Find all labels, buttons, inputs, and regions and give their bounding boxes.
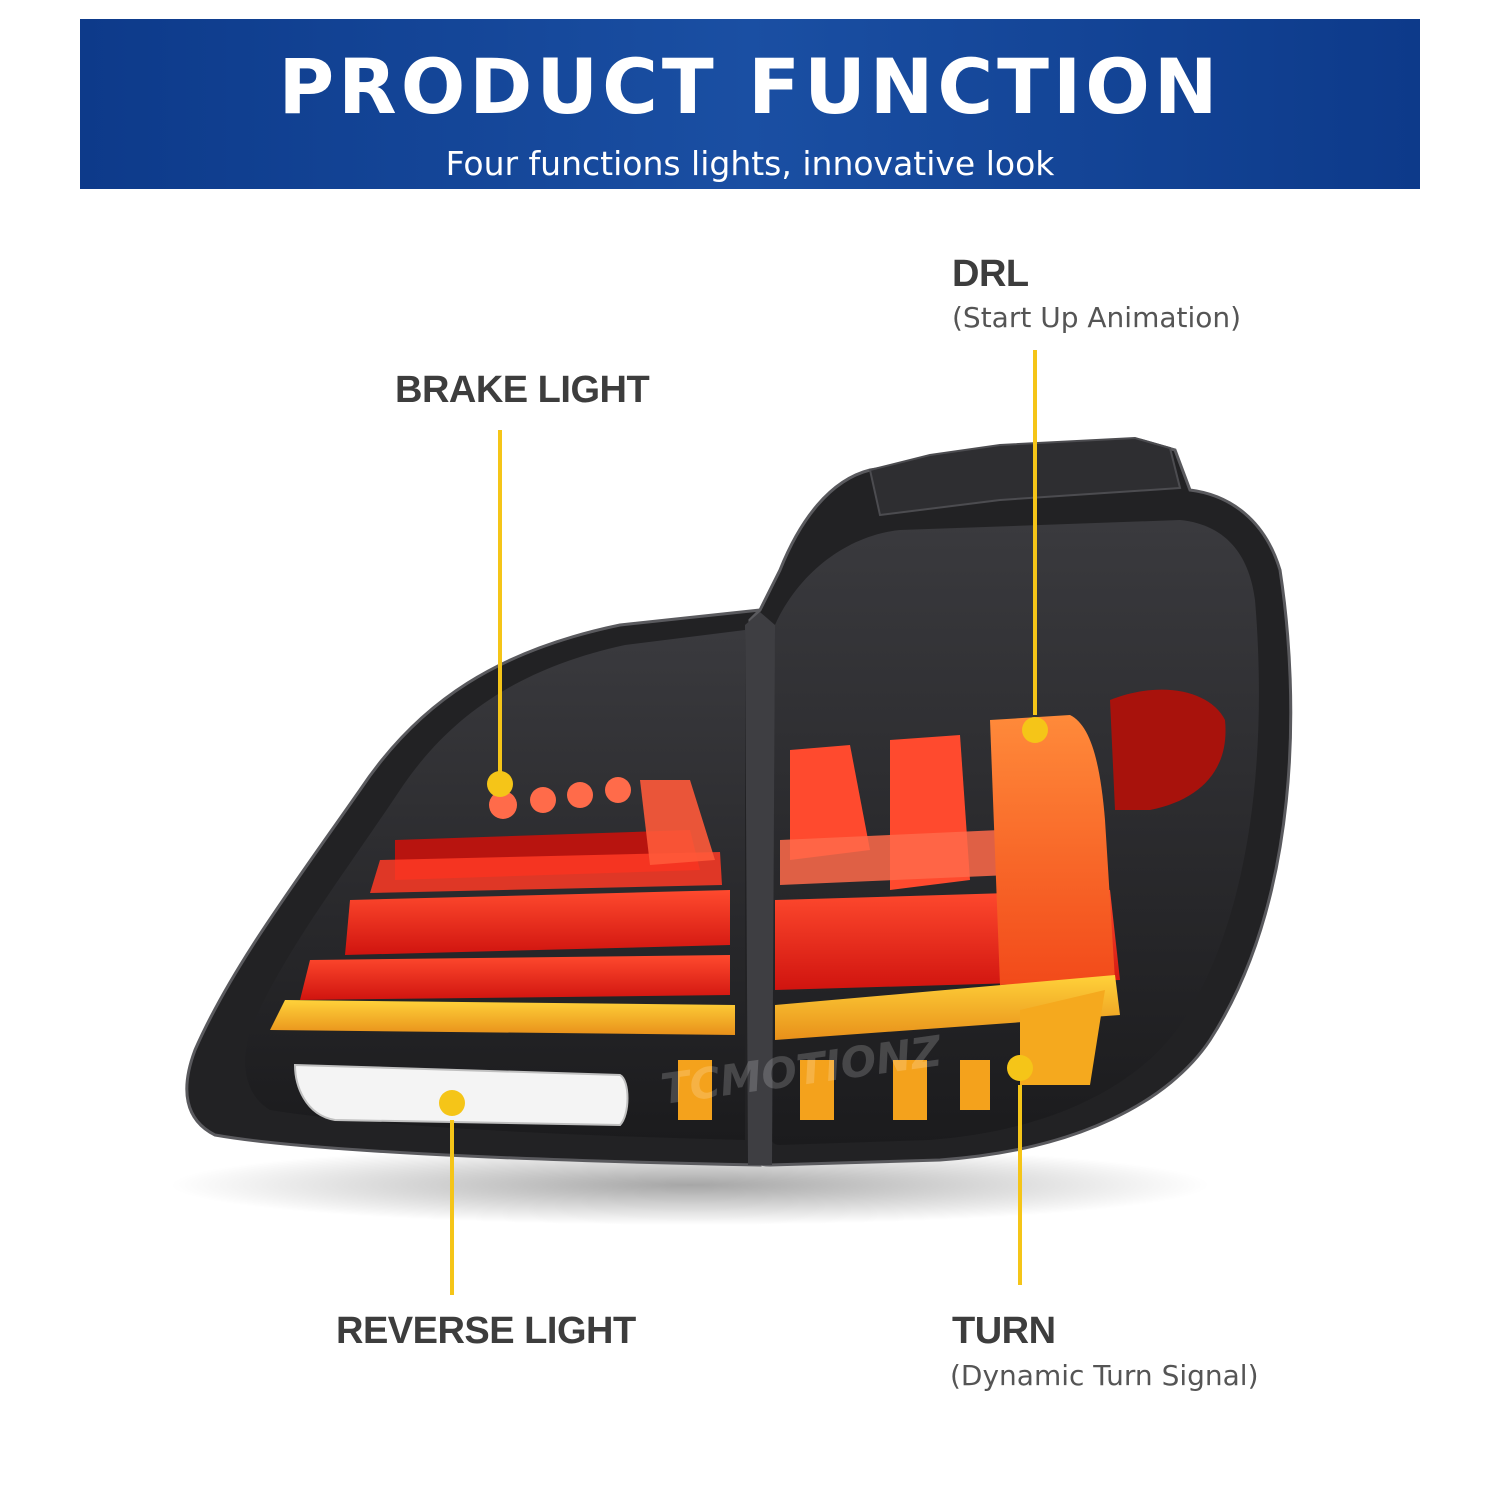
turn-strips	[270, 975, 1120, 1120]
ground-shadow	[170, 1145, 1210, 1225]
reverse-light-label: REVERSE LIGHT	[336, 1310, 636, 1352]
left-brake-bars	[300, 780, 730, 1000]
header-banner: PRODUCT FUNCTION Four functions lights, …	[80, 19, 1420, 189]
mounting-tab	[868, 436, 1182, 517]
callout-dots	[439, 717, 1048, 1116]
drl-panel	[990, 715, 1115, 985]
banner-title: PRODUCT FUNCTION	[278, 42, 1222, 131]
turn-sublabel: (Dynamic Turn Signal)	[950, 1359, 1259, 1392]
callout-lines	[450, 350, 1037, 1295]
drl-label: DRL	[952, 253, 1029, 295]
banner-subtitle: Four functions lights, innovative look	[445, 144, 1055, 183]
turn-label: TURN	[952, 1310, 1056, 1352]
brake-leds	[489, 777, 631, 819]
side-marker	[1110, 689, 1226, 810]
brake-light-label: BRAKE LIGHT	[395, 369, 650, 411]
drl-sublabel: (Start Up Animation)	[952, 301, 1242, 334]
lamp-divider	[745, 612, 775, 1165]
